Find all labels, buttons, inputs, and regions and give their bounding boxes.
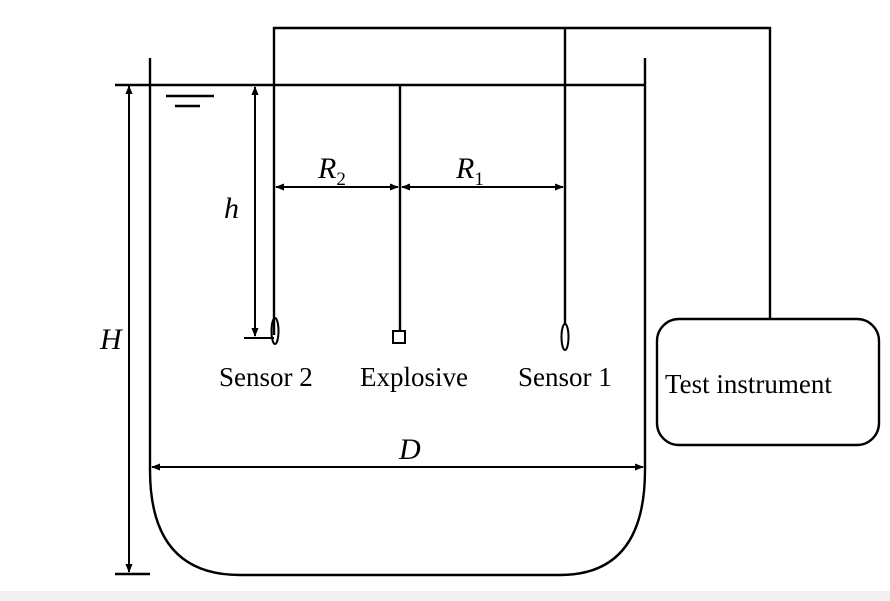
sensor1-label: Sensor 1 [518, 362, 612, 392]
height-label: H [99, 323, 124, 356]
sensor1-element [560, 323, 570, 351]
depth-label: h [224, 192, 239, 225]
explosive-charge [392, 330, 406, 344]
signal-cable [272, 26, 772, 335]
tank-outline [148, 58, 647, 577]
diameter-label: D [398, 433, 421, 466]
test-instrument-box [655, 317, 881, 447]
test-instrument-label: Test instrument [665, 369, 832, 399]
sensor2-element [270, 317, 280, 345]
r2-label: R2 [317, 152, 346, 190]
sensor2-label: Sensor 2 [219, 362, 313, 392]
bottom-strip [0, 591, 890, 601]
r1-label: R1 [455, 152, 484, 190]
explosive-label: Explosive [360, 362, 468, 392]
